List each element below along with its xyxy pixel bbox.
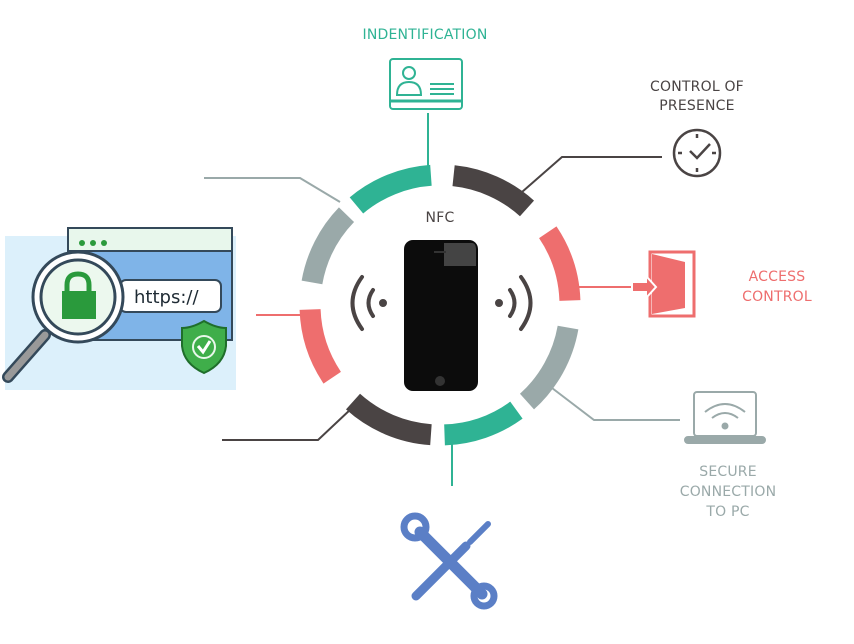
label-secure-3: TO PC [705,504,749,520]
label-secure-1: SECURE [699,464,757,480]
ring-segment-3 [538,226,581,302]
connector-bottom-left [222,407,353,441]
connector-secure [551,387,680,421]
ring-segment-8 [301,207,355,285]
ring-segment-5 [443,401,523,446]
https-inset: https:// [2,227,236,390]
door-icon [631,250,696,318]
nfc-title: NFC [426,210,455,226]
label-presence-2: PRESENCE [659,98,734,114]
clock-icon [672,128,722,178]
ring-segment-7 [299,308,342,384]
label-access-2: CONTROL [742,289,812,305]
shield-check-icon [181,319,227,375]
connector-presence [521,156,662,193]
connectors [204,113,680,486]
id-card-icon [389,58,463,110]
nfc-wave-icon-right [495,275,533,331]
url-text: https:// [134,287,199,308]
label-presence-1: CONTROL OF [650,79,744,95]
tools-icon [400,512,498,610]
ring-segment-4 [519,325,579,410]
ring-segment-2 [452,165,535,217]
ring-segment-1 [349,164,432,214]
laptop-wifi-icon [684,391,766,444]
ring-segment-6 [345,393,432,446]
connector-upper-left [204,177,341,203]
label-identification: INDENTIFICATION [362,27,487,43]
phone-icon [404,240,478,391]
nfc-wave-icon-left [350,275,387,331]
label-access-1: ACCESS [749,269,806,285]
label-secure-2: CONNECTION [680,484,777,500]
lock-icon [62,271,96,319]
ring-segments [299,164,581,446]
